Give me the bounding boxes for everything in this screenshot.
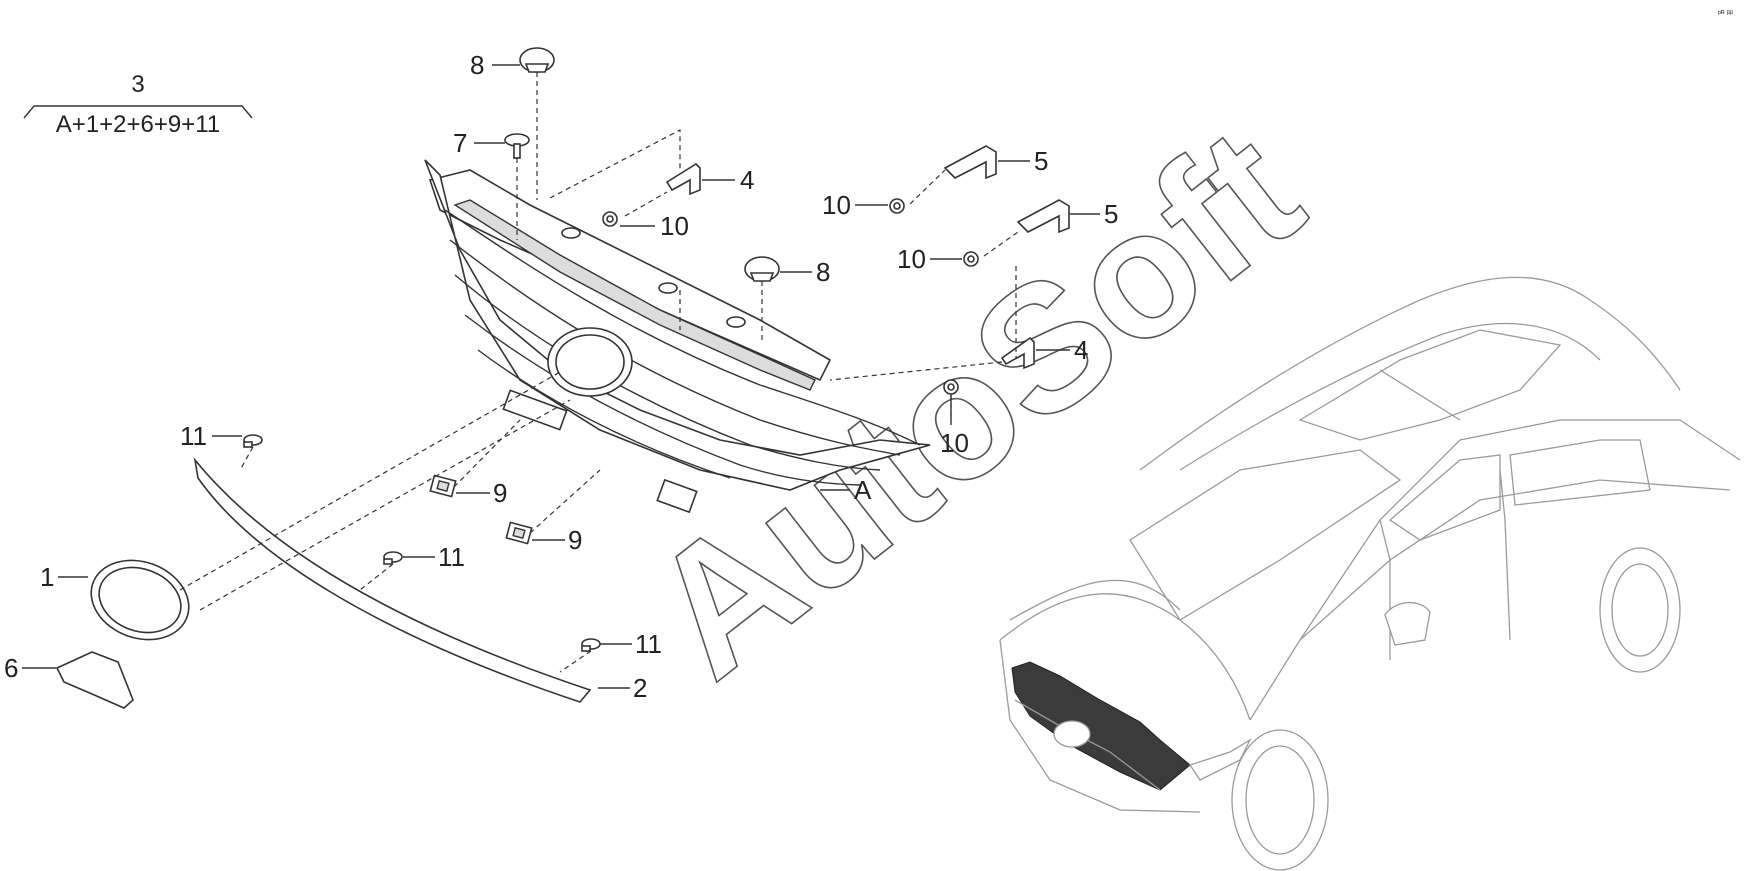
lower-trim-strip-2 [193, 457, 592, 703]
callout-4: 4 [740, 165, 754, 195]
grille-mesh-strip [453, 199, 816, 391]
car-rear-wheel-rim [1611, 563, 1669, 657]
grille-bar-5 [477, 349, 731, 479]
grille-mounting-bracket [428, 169, 832, 382]
callout-4: 4 [1074, 335, 1088, 365]
clip-8-top [519, 47, 555, 73]
car-hood-line [999, 593, 1251, 721]
grille-bar-2 [449, 239, 901, 456]
clip-8-middle [744, 256, 780, 282]
car-sunroof-divider [1379, 369, 1461, 421]
callout-2: 2 [633, 673, 647, 703]
callout-10: 10 [660, 211, 689, 241]
callout-6: 6 [4, 653, 18, 683]
bracket-5-upper [943, 145, 997, 180]
car-front-wheel [1231, 729, 1329, 871]
screw-7 [504, 133, 530, 159]
assembly-bracket [23, 105, 253, 119]
car-highlighted-grille [1011, 661, 1191, 791]
grille-lower-tab [502, 389, 568, 431]
callout-8: 8 [470, 50, 484, 80]
callout-A: A [854, 475, 872, 505]
car-rear-door-edge [1499, 469, 1511, 641]
screw-7-installed-3 [726, 316, 746, 328]
clip-9-a [429, 474, 457, 498]
emblem-bracket-6 [55, 651, 134, 709]
front-grille-assembly [424, 159, 931, 514]
grille-bar-1 [444, 209, 921, 446]
car-headlight [1188, 738, 1252, 781]
bolt-10-c [963, 251, 979, 267]
grille-emblem-inner [555, 334, 625, 390]
car-front-door-edge [1379, 519, 1391, 660]
callout-1: 1 [40, 562, 54, 592]
car-roof-edge [1179, 322, 1601, 471]
assembly-dashed-lines [179, 72, 1019, 673]
callout-labels: 8 7 4 10 5 10 5 10 8 4 10 A 11 9 9 11 1 … [4, 50, 1118, 703]
screw-7-installed-1 [561, 227, 581, 239]
callout-5: 5 [1034, 146, 1048, 176]
grille-outer-frame [424, 159, 931, 491]
callout-leaders [22, 64, 1100, 689]
car-roofline [1139, 276, 1681, 471]
bolt-10-b [889, 198, 905, 214]
bolt-10-d [943, 379, 959, 395]
car-rear-wheel [1599, 547, 1681, 673]
car-sunroof [1298, 329, 1562, 441]
car-grille-emblem [1053, 720, 1091, 748]
callout-11: 11 [635, 629, 662, 659]
bracket-5-lower [1016, 199, 1070, 234]
car-beltline [1249, 419, 1741, 721]
emblem-ring-1 [90, 559, 190, 641]
grille-lower-tab-2 [656, 478, 698, 514]
bracket-4-lower [1000, 336, 1035, 370]
car-hood-crease [1009, 579, 1181, 621]
callout-9: 9 [493, 478, 507, 508]
callout-10: 10 [940, 428, 969, 458]
watermark-text: AutoSoft [613, 90, 1335, 716]
car-front-bumper [999, 639, 1201, 813]
callout-8: 8 [816, 257, 830, 287]
screw-7-installed-2 [658, 282, 678, 294]
screw-11-b [383, 551, 403, 565]
car-front-side-window [1388, 454, 1501, 541]
bracket-4-upper [665, 162, 701, 196]
assembly-formula: A+1+2+6+9+11 [56, 111, 220, 138]
callout-9: 9 [568, 525, 582, 555]
car-front-wheel-rim [1245, 745, 1315, 855]
assembly-number: 3 [131, 71, 144, 98]
clip-9-b [505, 521, 533, 545]
car-windshield [1129, 449, 1402, 621]
screw-11-a [243, 434, 263, 448]
corner-mark: ᵖᴿ ᵝᵝ [1718, 9, 1733, 18]
callout-5: 5 [1104, 199, 1118, 229]
grille-bar-3 [454, 274, 881, 471]
car-rear-side-window [1509, 439, 1651, 506]
callout-7: 7 [453, 128, 467, 158]
grille-bar-4 [464, 314, 861, 486]
callout-11: 11 [438, 542, 465, 572]
car-side-mirror [1384, 601, 1431, 646]
callout-10: 10 [822, 190, 851, 220]
callout-11: 11 [180, 421, 207, 451]
bolt-10-a [602, 211, 618, 227]
vehicle-location-illustration [999, 276, 1741, 871]
callout-10: 10 [897, 244, 926, 274]
screw-11-c [581, 638, 601, 652]
car-side-crease [1299, 479, 1731, 641]
assembly-label: 3 A+1+2+6+9+11 [23, 71, 253, 138]
